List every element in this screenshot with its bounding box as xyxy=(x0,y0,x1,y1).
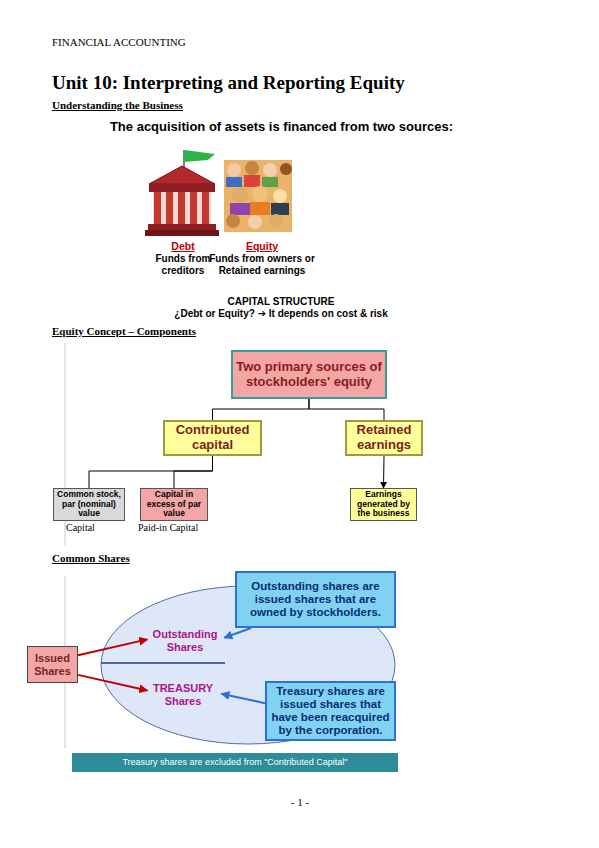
box-text: Treasury shares are issued shares that h… xyxy=(269,685,392,738)
shape-label: Outstanding Shares xyxy=(145,628,225,653)
page-title: Unit 10: Interpreting and Reporting Equi… xyxy=(52,72,405,95)
equity-label: Equity xyxy=(212,240,312,253)
component-box: Earnings generated by the business xyxy=(350,488,417,521)
bank-illustration xyxy=(145,150,219,236)
person-body xyxy=(226,177,242,187)
box-text: Common stock, par (nominal) value xyxy=(56,490,122,519)
connector xyxy=(309,399,384,420)
bank-wall xyxy=(153,192,211,224)
person-head xyxy=(226,214,240,228)
divider-line xyxy=(101,662,225,664)
box-text: Issued Shares xyxy=(30,652,75,677)
person-head xyxy=(248,215,262,229)
bank-step xyxy=(148,224,216,230)
person-head xyxy=(227,163,241,177)
bank-roof xyxy=(149,184,215,192)
person-head xyxy=(269,214,283,228)
person-body xyxy=(230,203,250,215)
page-number: - 1 - xyxy=(250,796,350,809)
section-heading: Understanding the Business xyxy=(52,99,183,112)
person-head xyxy=(273,189,287,203)
person-body xyxy=(262,177,278,187)
section-heading: Equity Concept – Components xyxy=(52,325,196,338)
person-head xyxy=(252,186,268,202)
person-head xyxy=(280,163,292,175)
component-box: Common stock, par (nominal) value xyxy=(53,488,125,521)
column xyxy=(154,192,161,224)
connector xyxy=(174,456,213,488)
column xyxy=(202,192,209,224)
root-box: Two primary sources of stockholders' equ… xyxy=(231,350,387,399)
category-box: Contributed capital xyxy=(163,420,262,456)
column xyxy=(178,192,185,224)
capital-structure-note: ¿Debt or Equity? ➔ It depends on cost & … xyxy=(111,308,451,320)
issued-shares-box: Issued Shares xyxy=(27,646,78,683)
callout-box: Outstanding shares are issued shares tha… xyxy=(235,571,396,628)
shape-label: TREASURY Shares xyxy=(143,682,223,707)
bank-step xyxy=(145,230,219,236)
box-text: Contributed capital xyxy=(167,423,258,453)
column xyxy=(190,192,197,224)
debt-label: Debt xyxy=(143,240,223,253)
section-heading: Common Shares xyxy=(52,552,130,565)
person-body xyxy=(244,175,260,187)
category-box: Retained earnings xyxy=(345,420,423,456)
person-body xyxy=(250,202,270,215)
callout-box: Treasury shares are issued shares that h… xyxy=(265,681,396,741)
equity-description: Funds from owners or Retained earnings xyxy=(202,253,322,277)
crowd-background xyxy=(224,160,292,232)
person-head xyxy=(263,163,277,177)
component-caption: Paid-in Capital xyxy=(138,522,198,534)
capital-structure-heading: CAPITAL STRUCTURE xyxy=(131,296,431,308)
column xyxy=(166,192,173,224)
running-header: FINANCIAL ACCOUNTING xyxy=(52,36,186,49)
connector xyxy=(383,456,385,488)
component-caption: Capital xyxy=(66,522,95,534)
note-banner: Treasury shares are excluded from "Contr… xyxy=(72,753,398,772)
crowd-illustration xyxy=(224,160,292,232)
box-text: Retained earnings xyxy=(349,423,419,453)
person-head xyxy=(232,187,248,203)
flag xyxy=(184,150,215,162)
box-text: Outstanding shares are issued shares tha… xyxy=(239,580,392,620)
intro-text: The acquisition of assets is financed fr… xyxy=(99,118,464,137)
box-text: Earnings generated by the business xyxy=(353,490,414,519)
box-text: Capital in excess of par value xyxy=(143,490,205,519)
component-box: Capital in excess of par value xyxy=(140,488,208,521)
pediment xyxy=(149,166,215,184)
connector xyxy=(89,456,213,488)
box-text: Two primary sources of stockholders' equ… xyxy=(235,360,383,390)
person-head xyxy=(245,161,259,175)
connector xyxy=(213,399,310,420)
box-text: Treasury shares are excluded from "Contr… xyxy=(122,757,347,767)
person-body xyxy=(271,203,289,215)
